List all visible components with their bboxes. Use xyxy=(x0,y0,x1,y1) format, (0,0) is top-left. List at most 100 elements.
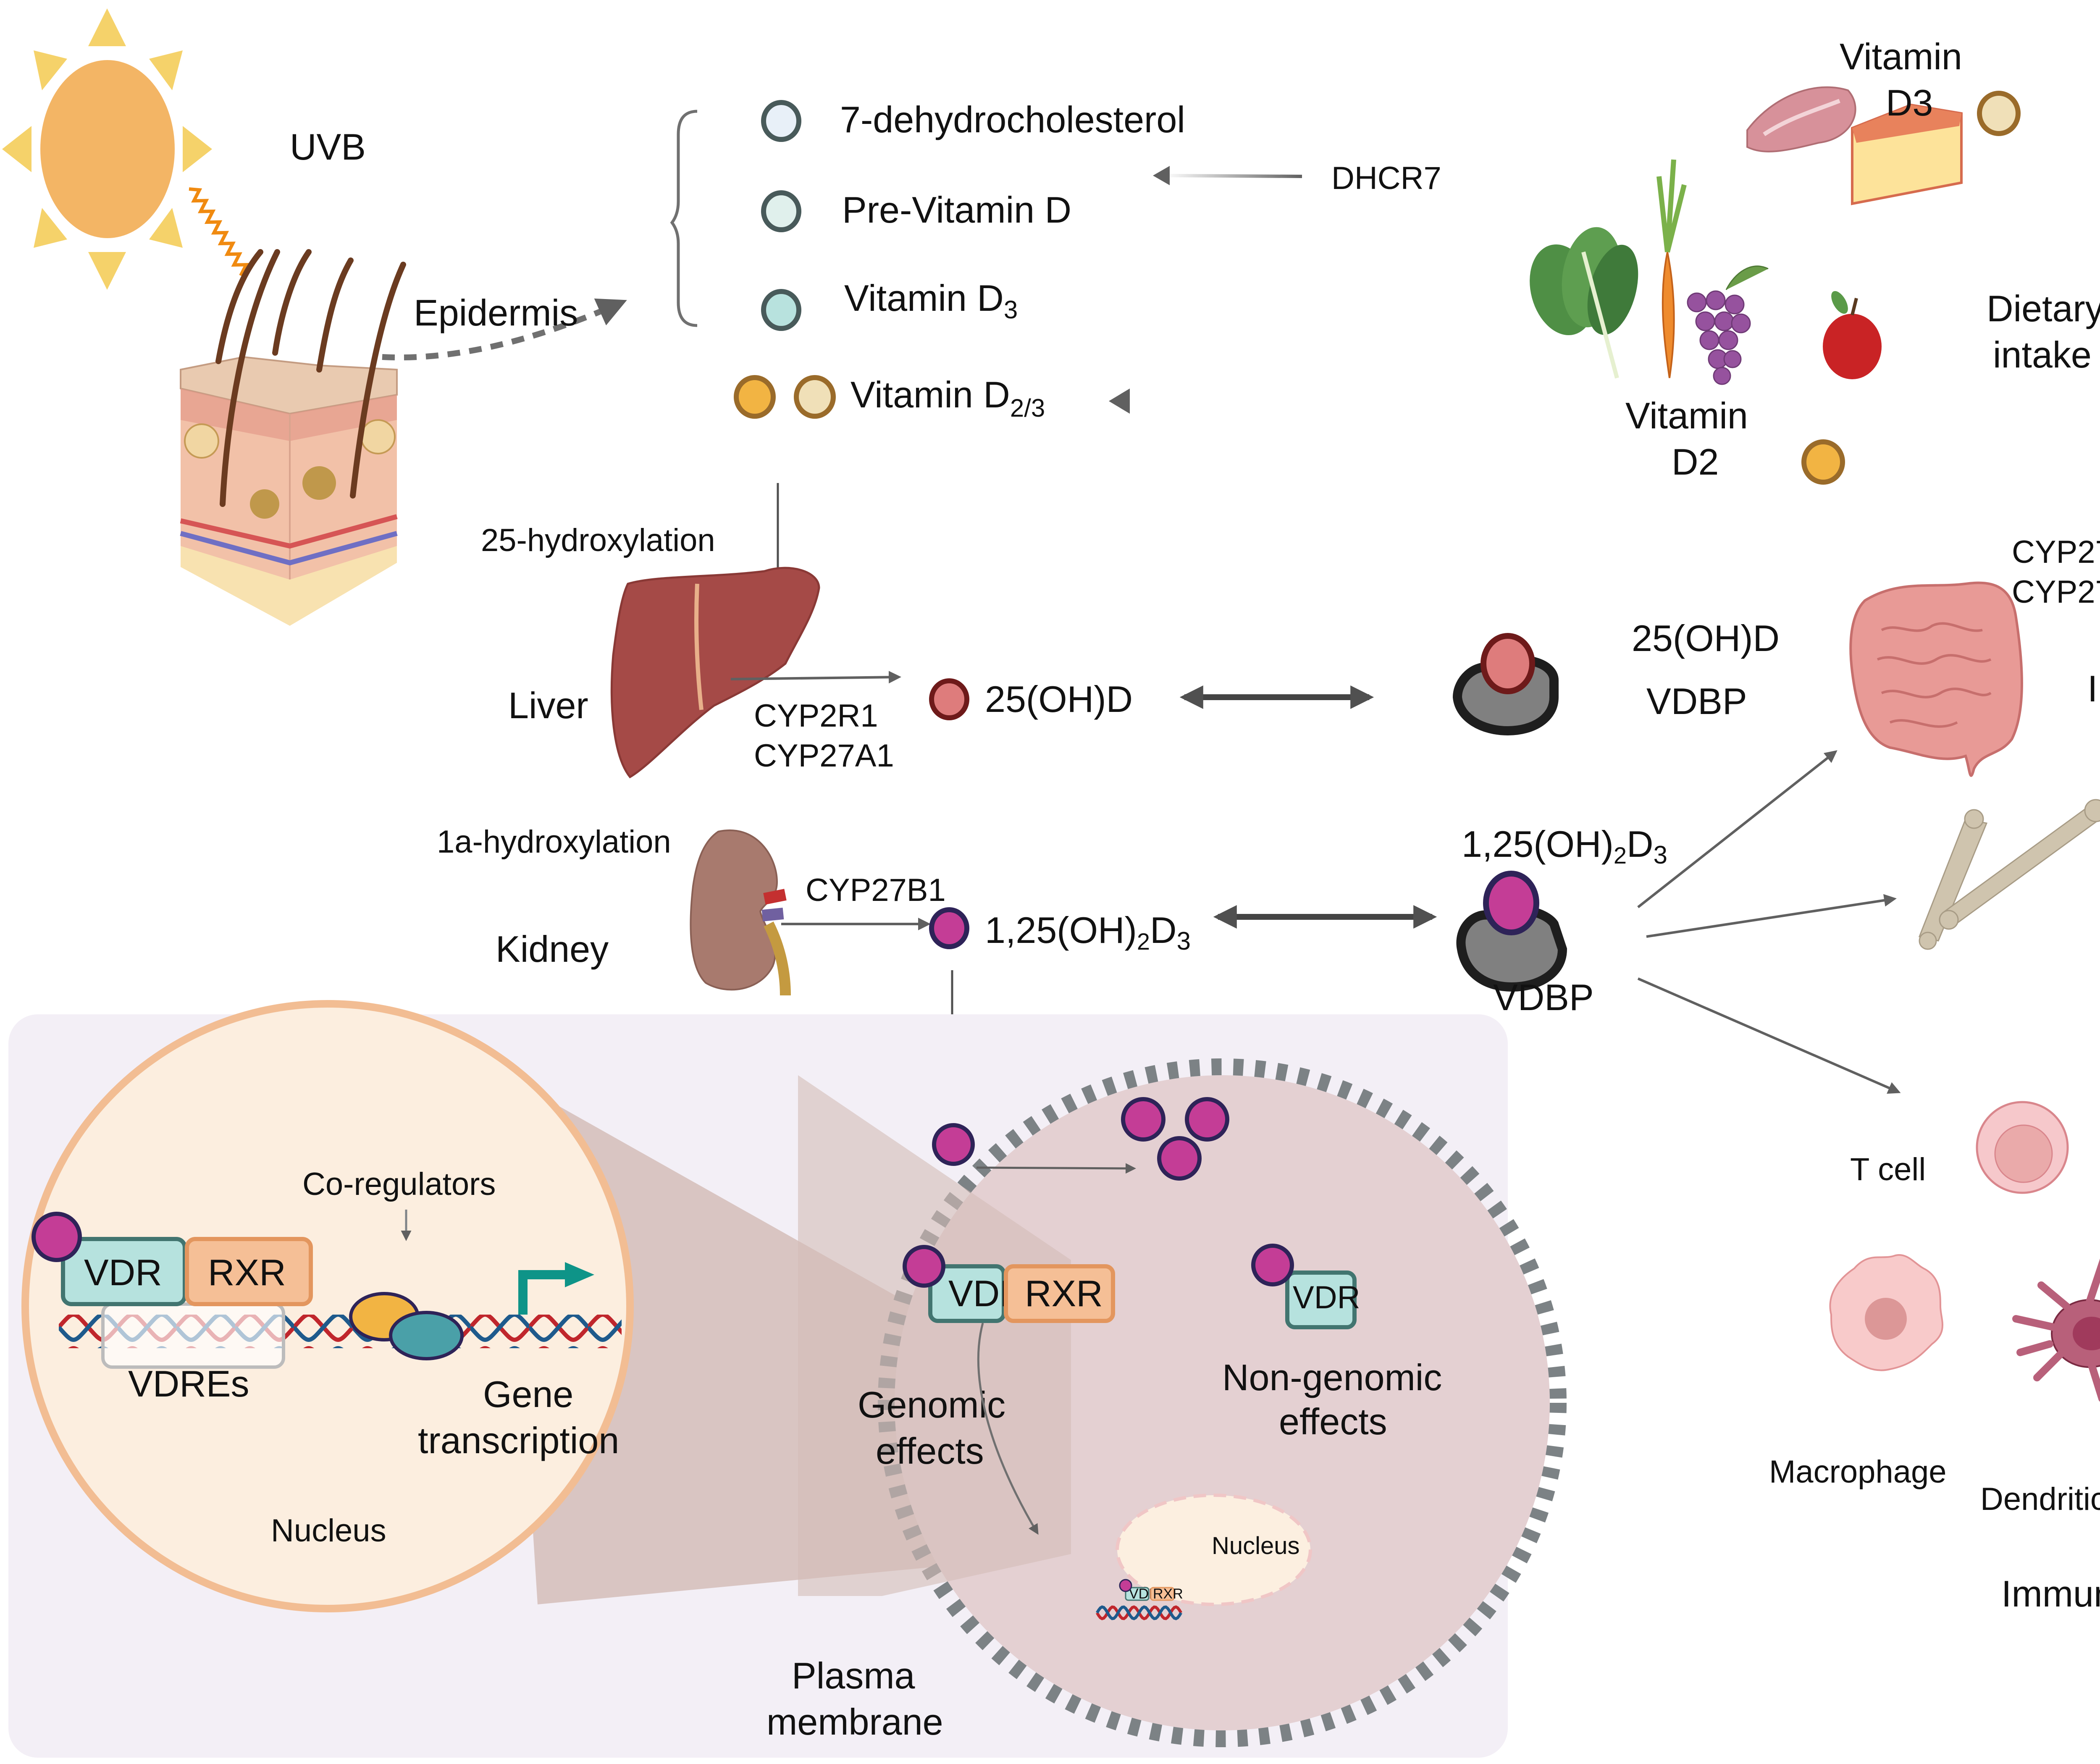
gene-transcription-label-line2: transcription xyxy=(418,1420,619,1461)
1a-hydroxylation-label: 1a-hydroxylation xyxy=(437,824,671,860)
kidney-icon xyxy=(690,829,791,996)
calcitriol-ligand-genomic-icon xyxy=(903,1245,945,1288)
t-cell-label: T cell xyxy=(1850,1152,1926,1187)
cyp2r1-label: CYP2R1 xyxy=(754,698,878,734)
to-bones-arrow xyxy=(1646,894,1897,938)
25ohd-label: 25(OH)D xyxy=(985,678,1133,720)
rxr-mini-box xyxy=(1150,1587,1175,1601)
vdres-label: VDREs xyxy=(128,1363,249,1404)
calcitriol-mini-icon xyxy=(1119,1579,1132,1592)
t-cell-icon xyxy=(1976,1101,2069,1194)
vdbp-25ohd-complex-icon xyxy=(1452,633,1559,736)
liver-label: Liver xyxy=(508,685,588,726)
calcitriol-free-icon-1 xyxy=(1121,1097,1166,1142)
precursor-bracket xyxy=(670,110,698,327)
plasma-membrane-label-line2: membrane xyxy=(766,1701,943,1743)
vdbp-ligand-25ohd-label: 25(OH)D xyxy=(1632,617,1780,659)
uvb-label: UVB xyxy=(290,126,366,168)
to-intestine-arrow xyxy=(1637,750,1838,908)
dendritic-cell-label: Dendritic cell xyxy=(1980,1481,2100,1517)
cheese-icon xyxy=(1851,103,1963,205)
vitamin-d2-food-molecule-icon xyxy=(1801,439,1845,485)
cyp27b1-intestine-label: CYP27B1 xyxy=(2012,534,2100,570)
dhcr7-label: DHCR7 xyxy=(1331,160,1441,196)
genomic-effects-label-line2: effects xyxy=(876,1430,984,1472)
gene-transcription-label-line1: Gene xyxy=(483,1373,573,1415)
immune-cells-label: Immune cells xyxy=(2001,1573,2100,1614)
rxr-box-nucleus xyxy=(185,1237,313,1306)
calcitriol-label: 1,25(OH)2D3 xyxy=(985,909,1191,955)
non-genomic-effects-label-line2: effects xyxy=(1279,1401,1387,1442)
meat-icon xyxy=(1746,86,1856,152)
rxr-box-genomic xyxy=(1004,1264,1115,1323)
skin-cross-section-icon xyxy=(180,249,406,626)
plasma-membrane-label-line1: Plasma xyxy=(792,1655,915,1696)
vdre-region xyxy=(101,1302,285,1369)
calcitriol-free-icon-2 xyxy=(1185,1097,1229,1142)
vitamin-d2-food-label-line1: Vitamin xyxy=(1625,395,1748,436)
vitamin-d2-molecule-icon xyxy=(734,375,776,419)
dietary-intake-label-line1: Dietary xyxy=(1987,288,2100,329)
calcitriol-entering-icon xyxy=(932,1123,975,1166)
vdbp-calcitriol-complex-icon xyxy=(1456,871,1567,992)
calcitriol-molecule-icon xyxy=(929,907,969,949)
transcription-start-arrow-icon xyxy=(518,1270,567,1315)
vitamin-d3-food-molecule-icon xyxy=(1977,91,2021,136)
genomic-translocation-arrow xyxy=(977,1323,1039,1535)
epidermis-label: Epidermis xyxy=(414,292,578,333)
kidney-label: Kidney xyxy=(496,928,609,970)
liver-icon xyxy=(610,567,820,779)
vdr-nucleus-label: VDR xyxy=(84,1252,162,1293)
cell-nucleus-label: Nucleus xyxy=(1212,1532,1300,1559)
coregulator-icon-2 xyxy=(389,1311,464,1360)
vdr-box-nongenomic xyxy=(1285,1270,1357,1329)
vitamin-d3-food-label-line1: Vitamin xyxy=(1840,36,1962,77)
nucleus-detail: Co-regulators VDR RXR VDREs Gene transcr… xyxy=(21,1000,634,1612)
vdbp-125-label: VDBP xyxy=(1493,976,1594,1018)
pre-vitamin-d-label: Pre-Vitamin D xyxy=(842,189,1071,231)
nucleus-detail-label: Nucleus xyxy=(271,1513,386,1549)
cyp27a1-intestine-label: CYP27A1 xyxy=(2012,574,2100,610)
7-dehydrocholesterol-label: 7-dehydrocholesterol xyxy=(840,99,1185,140)
rxr-nucleus-label: RXR xyxy=(208,1252,286,1293)
sun-icon xyxy=(2,8,212,290)
precursor-vitamin-d3: Vitamin D3 xyxy=(761,277,1018,331)
carrot-icon xyxy=(1656,159,1687,378)
vitamin-d3-dietary-molecule-icon xyxy=(794,375,836,419)
precursor-pre-vitamin-d: Pre-Vitamin D xyxy=(761,189,1071,232)
cell-nucleus xyxy=(1116,1494,1312,1606)
dietary-intake-label-line2: intake xyxy=(1993,334,2092,375)
calcitriol-ligand-nongenomic-icon xyxy=(1251,1244,1294,1286)
dna-strand-blue xyxy=(1095,1605,1183,1620)
leafy-greens-icon xyxy=(1530,227,1638,379)
vdbp-25-label: VDBP xyxy=(1646,680,1747,722)
vdr-nongenomic-label: VDR xyxy=(1293,1280,1360,1315)
dendritic-cell-icon xyxy=(2012,1258,2100,1402)
bones-icon xyxy=(1918,799,2100,950)
7-dehydrocholesterol-molecule-icon xyxy=(761,100,801,142)
precursor-7dhc: 7-dehydrocholesterol xyxy=(761,99,1185,142)
vitamin-d2-food-label-line2: D2 xyxy=(1672,441,1719,483)
uvb-ray-icon xyxy=(189,187,249,276)
rxr-mini-label: RXR xyxy=(1153,1586,1183,1602)
25-hydroxylation-label: 25-hydroxylation xyxy=(481,522,715,558)
dna-strand-cell xyxy=(1095,1605,1183,1620)
vitamin-d3-molecule-icon xyxy=(761,289,801,331)
skin-to-precursors-arrow xyxy=(382,298,627,361)
dhcr7-arrow-group: DHCR7 xyxy=(1153,160,1441,196)
cyp27b1-kidney-label: CYP27B1 xyxy=(806,872,946,908)
vitamin-d23-label: Vitamin D2/3 xyxy=(850,374,1045,422)
apple-icon xyxy=(1823,291,1882,379)
liver-to-25ohd-arrow xyxy=(730,671,901,684)
cyp27a1-liver-label: CYP27A1 xyxy=(754,738,894,774)
vitamin-d3-food-label-line2: D3 xyxy=(1886,82,1933,123)
25ohd-molecule-icon xyxy=(929,678,969,720)
calcitriol-free-icon-3 xyxy=(1157,1136,1202,1181)
grapes-icon xyxy=(1687,265,1769,385)
vegetables-fruit-icon xyxy=(1530,159,1882,385)
rxr-genomic-label: RXR xyxy=(1025,1273,1103,1314)
vdbp-ligand-calcitriol-label: 1,25(OH)2D3 xyxy=(1462,823,1667,869)
macrophage-icon xyxy=(1829,1254,1943,1371)
coregulators-label: Co-regulators xyxy=(302,1166,496,1202)
